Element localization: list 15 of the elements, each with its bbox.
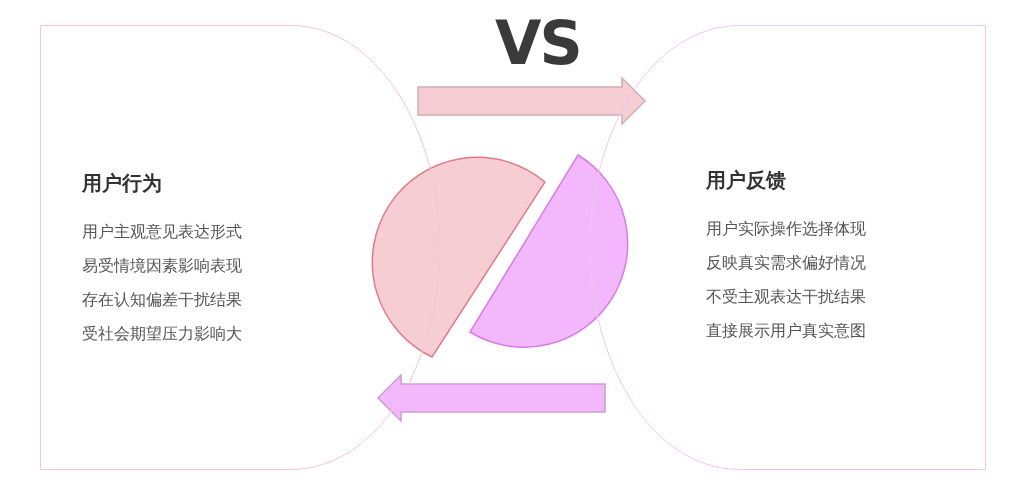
list-item: 用户实际操作选择体现	[706, 219, 866, 240]
comparison-panel	[40, 25, 440, 470]
list-item: 用户主观意见表达形式	[82, 222, 242, 243]
list-item: 不受主观表达干扰结果	[706, 287, 866, 308]
panel-heading: 用户反馈	[706, 167, 786, 194]
list-item: 受社会期望压力影响大	[82, 324, 242, 345]
list-item: 易受情境因素影响表现	[82, 256, 242, 277]
panel-heading: 用户行为	[82, 170, 162, 197]
list-item: 存在认知偏差干扰结果	[82, 290, 242, 311]
block-arrow	[376, 373, 606, 423]
comparison-panel	[590, 25, 986, 470]
list-item: 直接展示用户真实意图	[706, 321, 866, 342]
block-arrow	[417, 76, 647, 126]
list-item: 反映真实需求偏好情况	[706, 253, 866, 274]
title: VS	[495, 8, 581, 78]
